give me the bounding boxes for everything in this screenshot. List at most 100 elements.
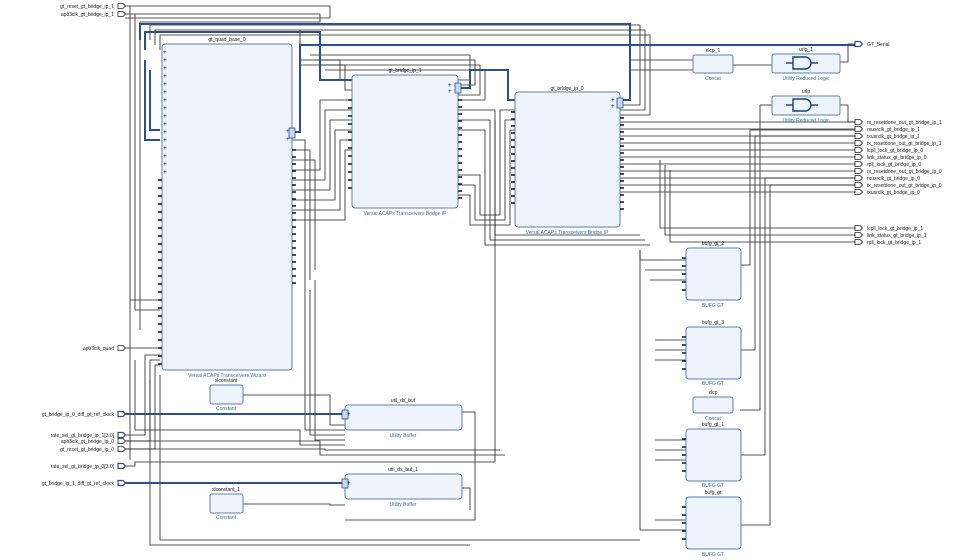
input-port[interactable]: rate_sel_gt_bridge_ip_1[3:0] <box>51 431 127 439</box>
input-port[interactable]: gt_reset_gt_bridge_ip_1 <box>60 3 127 10</box>
output-port-label: txusrclk_gt_bridge_ip_0 <box>867 190 920 196</box>
block-type: Concat <box>705 416 721 422</box>
block-gt-bridge-ip-1[interactable]: gt_bridge_ip_1 Versal ACAPs Transceivers… <box>348 68 462 217</box>
block-name: xlconstant_1 <box>212 487 240 493</box>
output-port-label: GT_Serial <box>867 42 890 48</box>
input-port[interactable]: gt_reset_gt_bridge_ip_0 <box>60 446 127 453</box>
block-name: urlp <box>802 89 811 95</box>
input-port[interactable]: rate_sel_gt_bridge_ip_0[3:0] <box>51 462 127 470</box>
output-port[interactable]: rpll_lock_gt_bridge_ip_0 <box>854 161 921 168</box>
block-name: xlcp <box>709 390 718 396</box>
and-gate-icon <box>792 98 812 112</box>
block-name: xlconstant <box>215 378 238 384</box>
left-port-group: gt_reset_gt_bridge_ip_1 apb3clk_gt_bridge… <box>42 3 127 487</box>
output-port[interactable]: rx_resetdone_out_gt_bridge_ip_0 <box>854 168 942 175</box>
input-port[interactable]: gt_bridge_ip_0_diff_gt_ref_clock <box>42 410 127 418</box>
output-port-label: rxusrclk_gt_bridge_ip_1 <box>867 127 920 133</box>
block-name: util_ds_buf_1 <box>388 467 418 473</box>
output-port[interactable]: link_status_gt_bridge_ip_0 <box>854 154 927 161</box>
block-type: BUFG GT <box>702 483 724 489</box>
input-port[interactable]: apb3clk_gt_bridge_ip_1 <box>61 11 127 18</box>
output-port[interactable]: rx_resetdone_out_gt_bridge_ip_1 <box>854 119 942 126</box>
expand-icon: + <box>163 137 167 144</box>
input-port[interactable]: apb3clk_gt_bridge_ip_0 <box>61 438 127 445</box>
block-bufg-gt-1[interactable]: bufg_gt_1 BUFG GT <box>685 422 742 489</box>
output-port-label: tx_resetdone_out_gt_bridge_ip_1 <box>867 141 942 147</box>
block-name: xlcp_1 <box>706 48 721 54</box>
output-port-label: link_status_gt_bridge_ip_0 <box>867 155 927 161</box>
output-port[interactable]: rpll_lock_gt_bridge_ip_1 <box>854 239 921 246</box>
block-bufg-gt[interactable]: bufg_gt BUFG GT <box>685 490 742 558</box>
output-port-label: rxusrclk_gt_bridge_ip_0 <box>867 176 920 182</box>
input-port-label: gt_bridge_ip_1_diff_gt_ref_clock <box>42 481 115 487</box>
svg-text:+: + <box>286 128 290 135</box>
block-xlconstant-1[interactable]: xlconstant_1 Constant <box>209 487 244 521</box>
block-type: Versal ACAPs Transceivers Wizard <box>188 373 266 379</box>
output-port-label: rx_resetdone_out_gt_bridge_ip_1 <box>867 120 942 126</box>
input-port-label: rate_sel_gt_bridge_ip_1[3:0] <box>51 433 115 439</box>
expand-icon: + <box>163 81 167 88</box>
output-port[interactable]: rxusrclk_gt_bridge_ip_1 <box>854 126 920 133</box>
output-port-label: rpll_lock_gt_bridge_ip_0 <box>867 162 921 168</box>
block-name: bufg_gt_1 <box>702 422 724 428</box>
input-port-label: apb3clk_quad <box>83 346 114 352</box>
block-xlcp[interactable]: xlcp Concat <box>692 390 734 422</box>
svg-text:+: + <box>286 136 290 143</box>
block-type: Versal ACAPs Transceivers Bridge IP <box>526 230 609 236</box>
block-name: bufg_gt_2 <box>702 241 724 247</box>
block-xlcp-1[interactable]: xlcp_1 Concat <box>692 48 734 82</box>
expand-icon: + <box>163 49 167 56</box>
block-util-ds-buf[interactable]: + util_ds_buf Utility Buffer <box>341 398 463 439</box>
block-type: Concat <box>705 76 721 82</box>
expand-icon: + <box>163 145 167 152</box>
expand-icon: + <box>163 105 167 112</box>
input-port-label: gt_bridge_ip_0_diff_gt_ref_clock <box>42 412 115 418</box>
svg-text:+: + <box>611 103 615 110</box>
block-type: Utility Reduced Logic <box>783 76 830 82</box>
block-xlconstant[interactable]: xlconstant Constant <box>209 378 244 412</box>
output-port[interactable]: link_status_gt_bridge_ip_1 <box>854 232 927 239</box>
input-port-label: apb3clk_gt_bridge_ip_1 <box>61 12 114 18</box>
output-port[interactable]: tx_resetdone_out_gt_bridge_ip_0 <box>854 182 942 189</box>
block-type: Utility Buffer <box>390 502 417 508</box>
expand-icon: + <box>163 65 167 72</box>
block-type: Constant <box>216 515 237 521</box>
output-port-label: txusrclk_gt_bridge_ip_1 <box>867 134 920 140</box>
output-port[interactable]: rxusrclk_gt_bridge_ip_0 <box>854 175 920 182</box>
wires <box>125 5 855 546</box>
block-name: gt_quad_base_0 <box>208 37 245 43</box>
block-name: util_ds_buf <box>391 398 416 404</box>
block-type: Versal ACAPs Transceivers Bridge IP <box>364 211 447 217</box>
block-bufg-gt-2[interactable]: bufg_gt_2 BUFG GT <box>685 241 742 309</box>
block-gt-quad-base-0[interactable]: gt_quad_base_0 Versal ACAPs Transceivers… <box>158 37 296 379</box>
block-type: BUFG GT <box>702 381 724 387</box>
block-gt-bridge-ip-0[interactable]: gt_bridge_ip_0 Versal ACAPs Transceivers… <box>511 86 624 236</box>
input-port[interactable]: apb3clk_quad <box>83 345 127 352</box>
expand-icon: + <box>163 161 167 168</box>
output-port[interactable]: txusrclk_gt_bridge_ip_0 <box>854 189 920 196</box>
input-port-label: apb3clk_gt_bridge_ip_0 <box>61 439 114 445</box>
output-port[interactable]: tx_resetdone_out_gt_bridge_ip_1 <box>854 140 942 147</box>
input-port-label: gt_reset_gt_bridge_ip_1 <box>60 4 114 10</box>
output-port[interactable]: lcpll_lock_gt_bridge_ip_0 <box>854 147 923 154</box>
block-bufg-gt-3[interactable]: bufg_gt_3 BUFG GT <box>685 320 742 387</box>
output-port-label: rpll_lock_gt_bridge_ip_1 <box>867 240 921 246</box>
block-util-ds-buf-1[interactable]: + util_ds_buf_1 Utility Buffer <box>341 467 463 508</box>
output-port-label: link_status_gt_bridge_ip_1 <box>867 233 927 239</box>
expand-icon: + <box>163 129 167 136</box>
block-urlp[interactable]: urlp Utility Reduced Logic <box>771 89 841 124</box>
block-urlp-1[interactable]: urlp_1 Utility Reduced Logic <box>771 47 841 82</box>
input-port[interactable]: gt_bridge_ip_1_diff_gt_ref_clock <box>42 479 127 487</box>
block-name: urlp_1 <box>799 47 813 53</box>
block-name: gt_bridge_ip_0 <box>550 86 583 92</box>
output-port[interactable]: GT_Serial <box>854 40 890 48</box>
block-type: BUFG GT <box>702 552 724 558</box>
block-type: Constant <box>216 406 237 412</box>
block-type: BUFG GT <box>702 303 724 309</box>
and-gate-icon <box>792 56 812 70</box>
output-port[interactable]: lcpll_lock_gt_bridge_ip_1 <box>854 225 923 232</box>
svg-text:+: + <box>347 480 351 487</box>
output-port-label: tx_resetdone_out_gt_bridge_ip_0 <box>867 183 942 189</box>
output-port[interactable]: txusrclk_gt_bridge_ip_1 <box>854 133 920 140</box>
